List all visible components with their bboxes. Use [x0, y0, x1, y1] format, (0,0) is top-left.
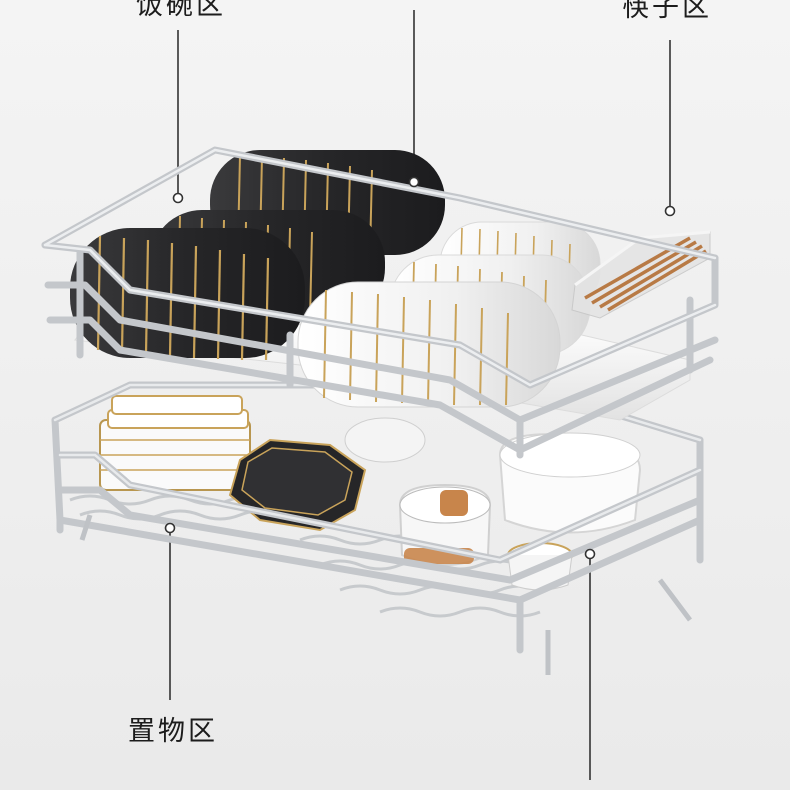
callout-dot-icon [584, 548, 596, 560]
storage-area-label: 置物区 [128, 716, 218, 747]
white-bowls-front [297, 281, 561, 408]
upper-tier [41, 146, 719, 459]
chopsticks-area-label: 筷子区 [622, 0, 712, 23]
callout-dot-icon [164, 522, 176, 534]
lower-tier [51, 381, 704, 675]
callout-dot-icon [172, 192, 184, 204]
callout-dot-icon [408, 176, 420, 188]
black-bowls-front [70, 228, 305, 361]
bowl-area-label: 饭碗区 [136, 0, 226, 21]
callout-dot-icon [664, 205, 676, 217]
chopstick-holder [571, 230, 711, 319]
